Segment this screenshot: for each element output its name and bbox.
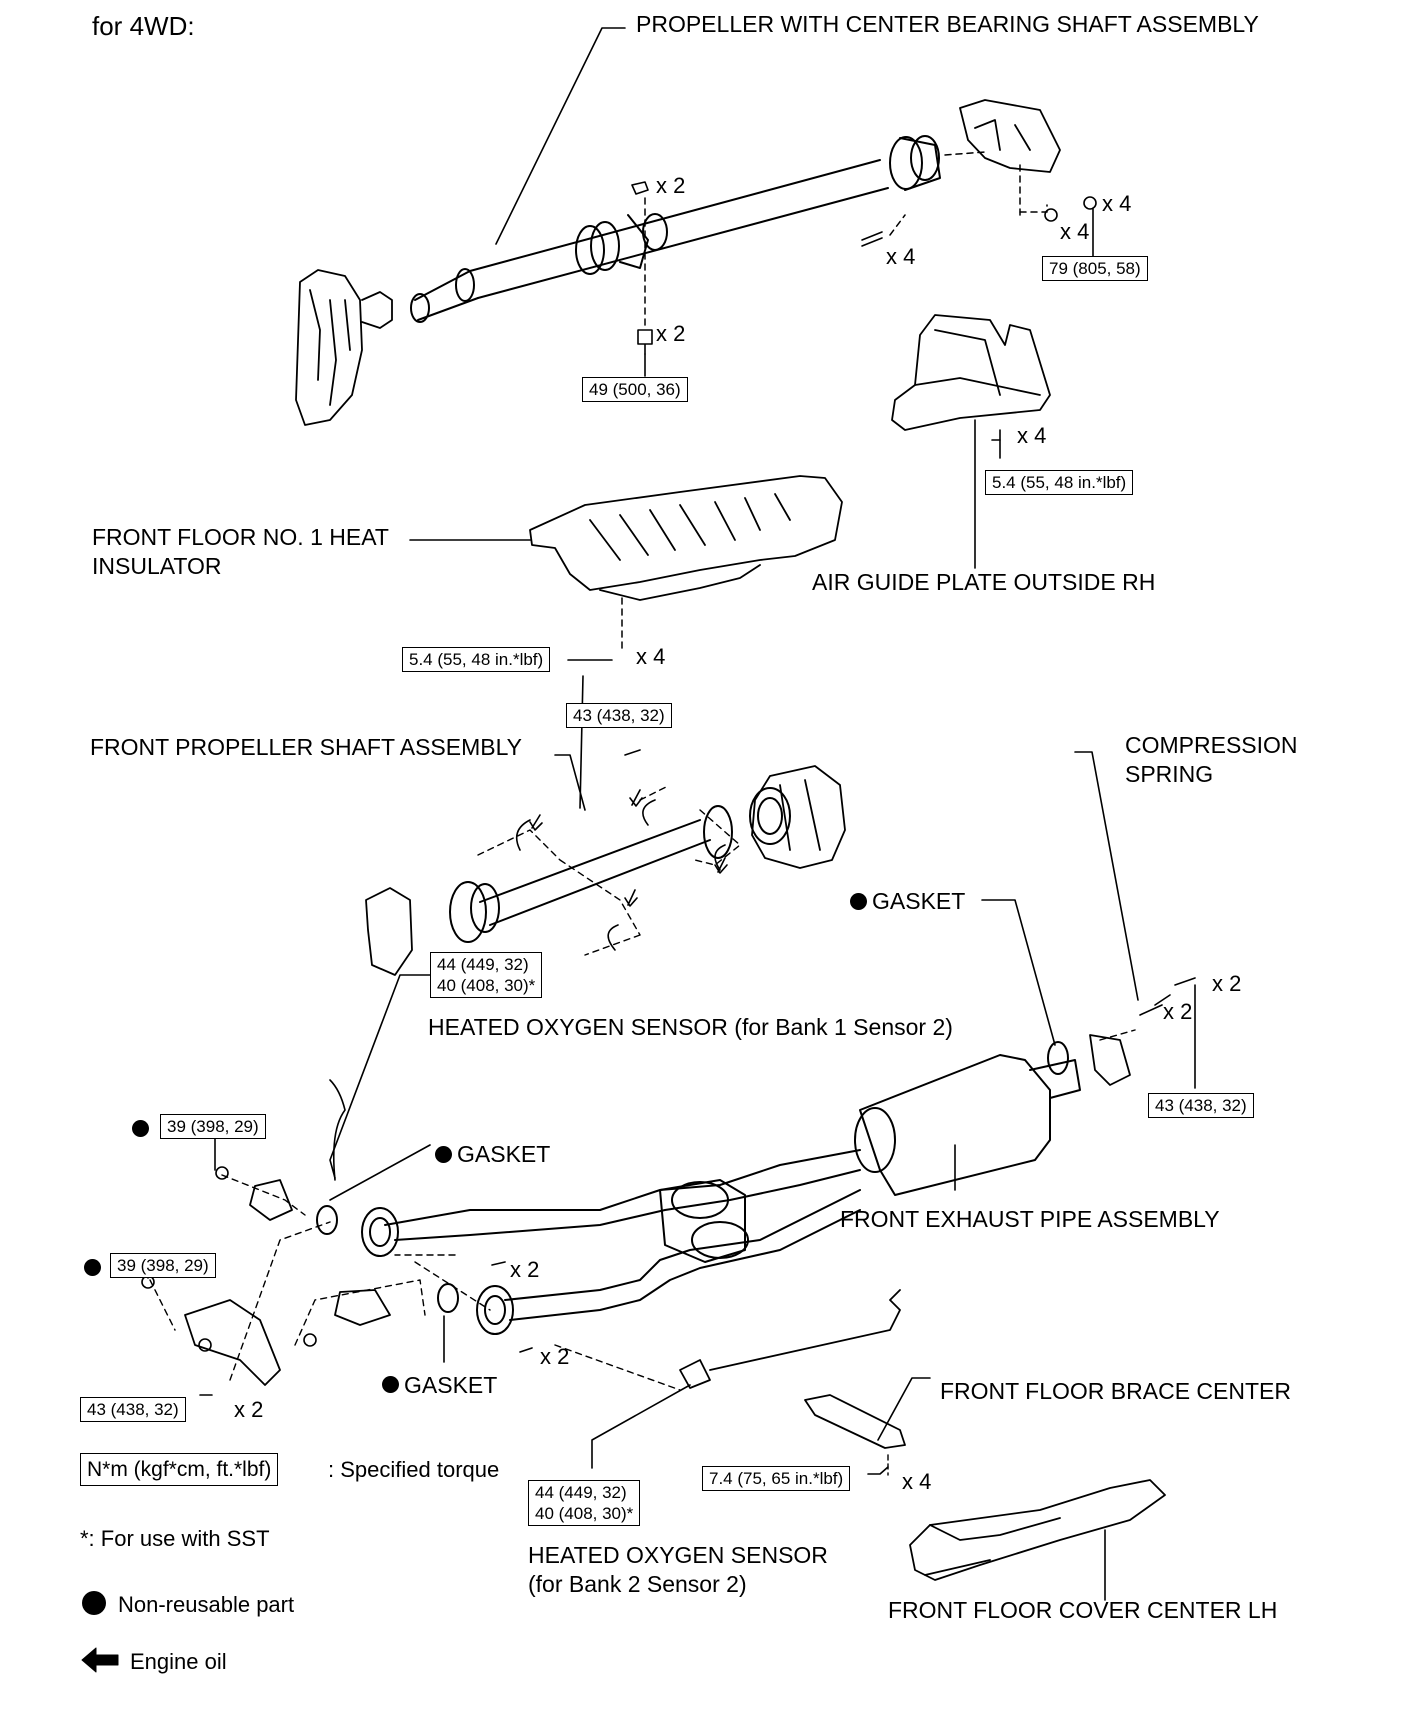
torque-box-5-4-heat: 5.4 (55, 48 in.*lbf)	[402, 647, 551, 672]
count-x4-brace: x 4	[902, 1469, 932, 1494]
count-x4-nut: x 4	[1102, 191, 1132, 216]
count-x4-air: x 4	[1017, 423, 1047, 448]
non-reusable-dot-icon	[435, 1146, 452, 1163]
legend-engine-oil: Engine oil	[130, 1649, 227, 1674]
rear-propeller-shaft	[410, 135, 941, 323]
label-gasket-right: GASKET	[872, 888, 966, 914]
label-front-floor-cover: FRONT FLOOR COVER CENTER LH	[888, 1597, 1278, 1623]
count-x2-spring: x 2	[1163, 999, 1193, 1024]
count-x4-bolt: x 4	[886, 244, 916, 269]
engine-outline-left	[365, 887, 413, 976]
count-x2-pipe-lower: x 2	[540, 1344, 570, 1369]
legend-sst-note: *: For use with SST	[80, 1526, 270, 1551]
gasket-ring-1	[316, 1205, 338, 1235]
label-compression-spring: COMPRESSION SPRING	[1125, 732, 1298, 787]
non-reusable-dot-icon	[82, 1591, 106, 1615]
torque-box-39-b: 39 (398, 29)	[110, 1253, 216, 1278]
label-oxygen-sensor-b1: HEATED OXYGEN SENSOR (for Bank 1 Sensor …	[428, 1014, 953, 1040]
torque-box-44-b2: 44 (449, 32) 40 (408, 30)*	[528, 1480, 641, 1526]
front-propeller-shaft	[449, 787, 791, 943]
front-exhaust-pipe-drawing	[361, 1054, 1081, 1335]
torque-box-43-lower: 43 (438, 32)	[80, 1397, 186, 1422]
heat-insulator-drawing	[529, 475, 843, 601]
label-oxygen-sensor-b2: HEATED OXYGEN SENSOR (for Bank 2 Sensor …	[528, 1542, 828, 1597]
label-front-floor-heat-insulator: FRONT FLOOR NO. 1 HEAT INSULATOR	[92, 524, 389, 579]
torque-box-79: 79 (805, 58)	[1042, 256, 1148, 281]
torque-box-43-prop: 43 (438, 32)	[566, 703, 672, 728]
front-floor-cover-drawing	[909, 1479, 1166, 1581]
transmission-outline	[295, 269, 393, 426]
front-floor-brace-drawing	[804, 1394, 906, 1449]
legend-torque-text: : Specified torque	[328, 1457, 500, 1482]
label-gasket-lower: GASKET	[404, 1372, 498, 1398]
torque-box-5-4-air: 5.4 (55, 48 in.*lbf)	[985, 470, 1134, 495]
non-reusable-dot-icon	[850, 893, 867, 910]
label-gasket-mid: GASKET	[457, 1141, 551, 1167]
diagram-title: for 4WD:	[92, 11, 195, 41]
torque-box-49: 49 (500, 36)	[582, 377, 688, 402]
label-air-guide-plate: AIR GUIDE PLATE OUTSIDE RH	[812, 569, 1156, 595]
non-reusable-dot-icon	[132, 1120, 149, 1137]
torque-box-44-b1: 44 (449, 32) 40 (408, 30)*	[430, 952, 543, 998]
non-reusable-dot-icon	[84, 1259, 101, 1276]
count-x2-pipe-upper: x 2	[510, 1257, 540, 1282]
non-reusable-dot-icon	[382, 1376, 399, 1393]
count-x2-top: x 2	[656, 173, 686, 198]
count-x4-heat: x 4	[636, 644, 666, 669]
label-propeller-center-bearing: PROPELLER WITH CENTER BEARING SHAFT ASSE…	[636, 11, 1259, 37]
torque-box-39-a: 39 (398, 29)	[160, 1114, 266, 1139]
differential-outline	[959, 99, 1061, 173]
torque-box-7-4: 7.4 (75, 65 in.*lbf)	[702, 1466, 851, 1491]
count-x2-bearing: x 2	[656, 321, 686, 346]
count-x4-washer: x 4	[1060, 219, 1090, 244]
label-front-floor-brace: FRONT FLOOR BRACE CENTER	[940, 1378, 1291, 1404]
engine-oil-arrow-icon	[81, 1647, 119, 1673]
transfer-case-outline	[751, 765, 846, 869]
legend-non-reusable: Non-reusable part	[118, 1592, 295, 1617]
air-guide-plate-drawing	[891, 314, 1051, 431]
label-front-propeller-shaft: FRONT PROPELLER SHAFT ASSEMBLY	[90, 734, 523, 760]
label-front-exhaust-pipe: FRONT EXHAUST PIPE ASSEMBLY	[840, 1206, 1220, 1232]
count-x2-spring-bolt: x 2	[1212, 971, 1242, 996]
torque-box-43-spring: 43 (438, 32)	[1148, 1093, 1254, 1118]
count-x2-bracket: x 2	[234, 1397, 264, 1422]
legend-torque-box: N*m (kgf*cm, ft.*lbf)	[80, 1453, 279, 1486]
oxygen-sensor-b2-drawing	[679, 1289, 901, 1389]
